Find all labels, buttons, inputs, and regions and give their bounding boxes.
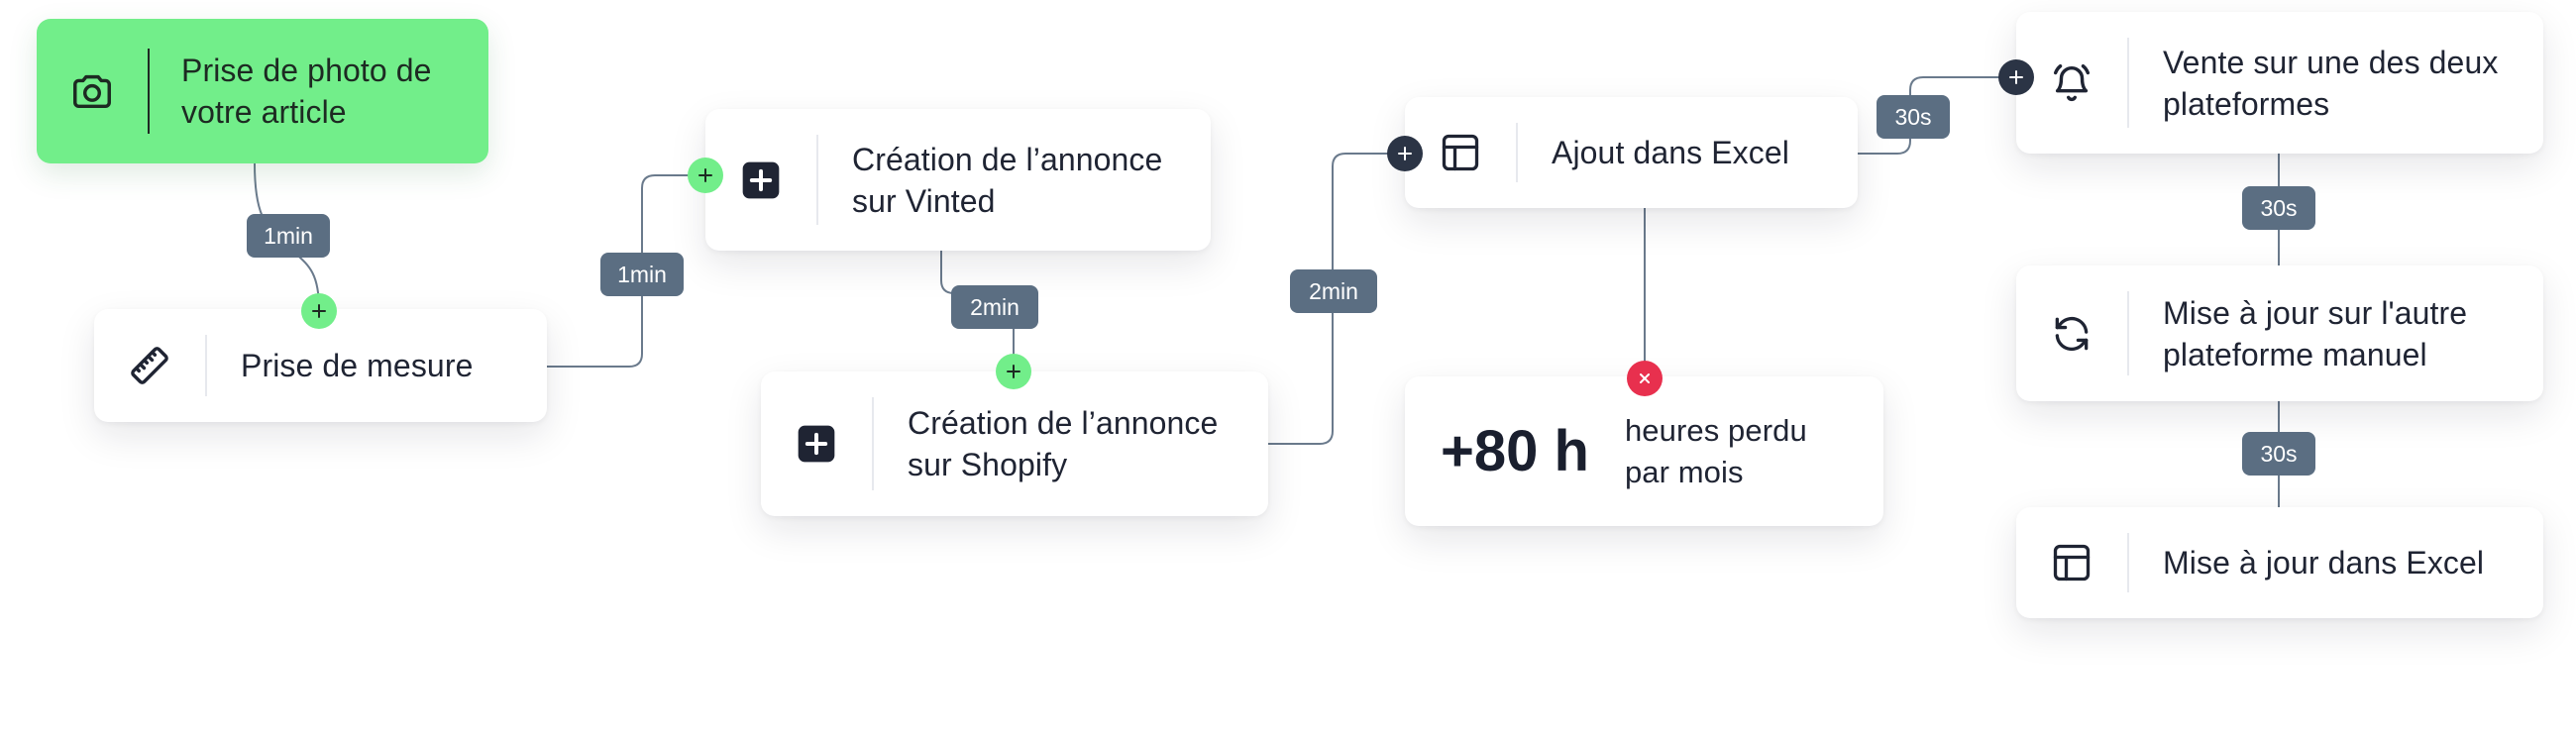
duration-badge: 2min	[1290, 269, 1377, 313]
node-photo[interactable]: Prise de photo de votre article	[37, 19, 488, 163]
plus-icon	[698, 168, 712, 182]
remove-step-button[interactable]	[1627, 361, 1663, 396]
plus-icon	[1398, 147, 1412, 160]
add-step-button[interactable]	[996, 354, 1031, 389]
stat-caption: heures perdu par mois	[1624, 412, 1807, 489]
node-mesure[interactable]: Prise de mesure	[94, 309, 547, 422]
node-label: Mise à jour dans Excel	[2163, 545, 2485, 581]
plus-icon	[2009, 70, 2023, 84]
add-step-button[interactable]	[1387, 136, 1423, 171]
duration-badge: 30s	[2242, 432, 2315, 476]
stat-card: +80 h heures perdu par mois	[1405, 376, 1883, 526]
plus-icon	[1007, 365, 1020, 378]
add-step-button[interactable]	[301, 293, 337, 329]
table-icon	[2016, 541, 2127, 584]
node-shopify[interactable]: Création de l’annonce sur Shopify	[761, 371, 1268, 516]
duration-badge: 1min	[247, 214, 330, 258]
plus-square-icon	[705, 160, 816, 200]
node-maj-autre[interactable]: Mise à jour sur l'autre plateforme manue…	[2016, 265, 2543, 401]
node-maj-excel[interactable]: Mise à jour dans Excel	[2016, 507, 2543, 618]
node-divider	[148, 49, 150, 134]
node-divider	[1516, 123, 1518, 182]
node-label: Création de l’annonce sur Shopify	[908, 405, 1219, 482]
stat-value: +80 h	[1441, 419, 1589, 483]
node-divider	[2127, 38, 2129, 128]
node-divider	[205, 335, 207, 396]
node-label: Prise de photo de votre article	[181, 53, 432, 130]
add-step-button[interactable]	[688, 158, 723, 193]
camera-icon	[37, 68, 148, 114]
node-label: Ajout dans Excel	[1552, 135, 1789, 170]
plus-square-icon	[761, 424, 872, 464]
node-vinted[interactable]: Création de l’annonce sur Vinted	[705, 109, 1211, 251]
table-icon	[1405, 131, 1516, 174]
node-divider	[2127, 533, 2129, 592]
bell-ringing-icon	[2016, 60, 2127, 106]
duration-badge: 30s	[2242, 186, 2315, 230]
duration-badge: 2min	[951, 285, 1038, 329]
node-divider	[2127, 291, 2129, 375]
node-excel[interactable]: Ajout dans Excel	[1405, 97, 1858, 208]
node-divider	[872, 397, 874, 490]
node-vente[interactable]: Vente sur une des deux plateformes	[2016, 12, 2543, 154]
plus-icon	[312, 304, 326, 318]
ruler-icon	[94, 343, 205, 388]
duration-badge: 30s	[1877, 95, 1950, 139]
node-divider	[816, 135, 818, 225]
refresh-icon	[2016, 312, 2127, 356]
add-step-button[interactable]	[1998, 59, 2034, 95]
node-label: Vente sur une des deux plateformes	[2163, 44, 2499, 122]
node-label: Création de l’annonce sur Vinted	[852, 141, 1163, 219]
duration-badge: 1min	[600, 253, 684, 296]
close-icon	[1640, 373, 1650, 383]
node-label: Mise à jour sur l'autre plateforme manue…	[2163, 294, 2468, 372]
node-label: Prise de mesure	[241, 348, 474, 383]
